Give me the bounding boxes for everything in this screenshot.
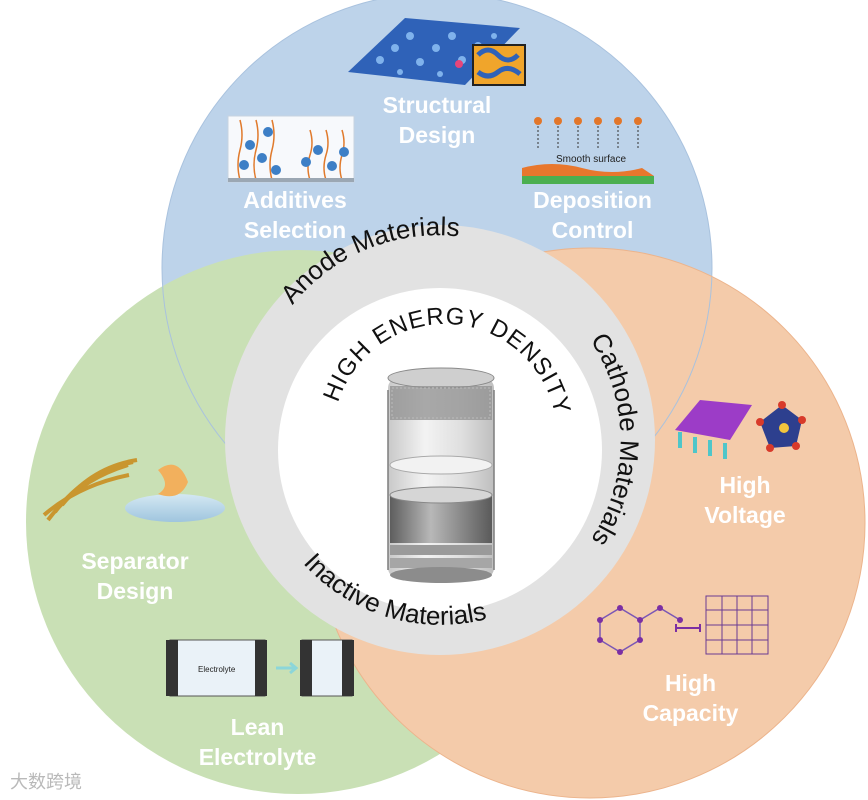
watermark-text: 大数跨境	[10, 772, 82, 793]
separator-design-label: Separator Design	[81, 548, 189, 604]
separator-design-graphic	[42, 458, 225, 522]
high-voltage-graphic	[675, 400, 806, 459]
lean-electrolyte-label: Lean Electrolyte	[198, 714, 317, 770]
high-capacity-graphic	[597, 595, 769, 655]
structural-design-graphic	[348, 18, 526, 86]
high-capacity-label: High Capacity	[642, 670, 739, 726]
lean-electrolyte-graphic: Electrolyte	[166, 639, 354, 697]
smooth-surface-caption: Smooth surface	[556, 154, 626, 165]
deposition-control-label: Deposition Control	[533, 187, 652, 243]
battery-cell-illustration	[387, 367, 495, 583]
electrolyte-caption: Electrolyte	[198, 665, 236, 674]
deposition-control-graphic: Smooth surface	[522, 117, 654, 184]
high-voltage-label: High Voltage	[704, 472, 786, 528]
structural-design-label: Structural Design	[382, 92, 492, 148]
additives-selection-label: Additives Selection	[243, 187, 347, 243]
additives-selection-graphic	[227, 115, 355, 183]
